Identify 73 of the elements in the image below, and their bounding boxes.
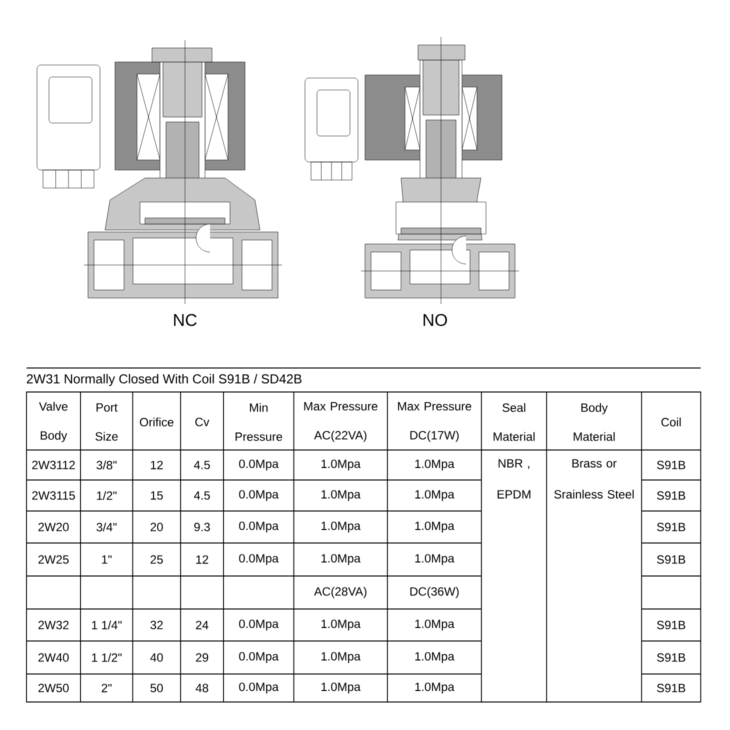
table-value: 0.0Mpa [239, 620, 279, 630]
table-value: S91B [657, 555, 686, 564]
table-value: 4.5 [194, 491, 210, 500]
table-value: S91B [657, 620, 686, 630]
table-header: Port Size [95, 403, 118, 441]
table-value: 0.0Mpa [239, 554, 279, 565]
table-value: 1.0Mpa [322, 522, 361, 532]
table-value: 1.0Mpa [322, 460, 361, 470]
table-value: 1.0Mpa [322, 554, 361, 565]
table-value: 12 [150, 460, 163, 470]
table-value: S91B [657, 653, 686, 662]
table-value: 2W25 [38, 555, 69, 564]
table-header: Max Pressure DC(17W) [398, 402, 472, 442]
table-value: 2" [102, 684, 112, 692]
table-value: S91B [657, 491, 686, 500]
table-value: NBR , EPDM [498, 459, 530, 498]
table-value: 1.0Mpa [322, 490, 361, 501]
table-value: 2W40 [38, 653, 69, 662]
table-value: 29 [196, 653, 208, 662]
table-value: 2W20 [38, 522, 69, 532]
table-value: DC(36W) [410, 586, 459, 598]
table-value: 1.0Mpa [322, 682, 361, 694]
table-value: 1.0Mpa [415, 554, 454, 565]
table-value: 2W50 [38, 684, 69, 692]
table-value: 1.0Mpa [415, 490, 454, 501]
table-value: Brass or Srainless Steel [554, 459, 634, 499]
table-value: S91B [657, 522, 686, 532]
table-value: 25 [150, 555, 163, 564]
table-value: 0.0Mpa [239, 460, 279, 470]
table-value: 15 [150, 491, 163, 500]
table-value: 2W3112 [32, 460, 75, 470]
table-value: 1.0Mpa [415, 522, 454, 532]
table-value: 1.0Mpa [415, 652, 454, 663]
table-value: 1.0Mpa [415, 620, 454, 630]
table-value: S91B [657, 684, 686, 692]
table-value: S91B [657, 460, 686, 470]
table-value: 4.5 [194, 460, 210, 470]
table-value: 1.0Mpa [415, 460, 454, 470]
table-value: 2W3115 [32, 491, 75, 500]
table-value: 24 [196, 620, 208, 630]
table-header: Max Pressure AC(22VA) [304, 402, 378, 442]
table-value: 9.3 [194, 522, 210, 532]
table-value: 12 [196, 555, 208, 564]
table-value: 32 [150, 620, 163, 630]
table-header: Seal Material [494, 403, 535, 441]
table-value: 1/2" [97, 491, 117, 500]
table-header: Cv [195, 418, 210, 426]
table-value: 0.0Mpa [239, 682, 279, 694]
table-value: 20 [150, 522, 163, 532]
table-header: Coil [661, 418, 681, 426]
table-value: 1" [102, 555, 112, 564]
table-value: 0.0Mpa [239, 490, 279, 501]
table-header: Orifice [140, 418, 174, 426]
table-value: 48 [196, 684, 208, 692]
table-caption: 2W31 Normally Closed With Coil S91B / SD42B [26, 374, 302, 386]
table-value: 0.0Mpa [239, 652, 279, 663]
table-value: 0.0Mpa [239, 522, 279, 532]
table-value: 1 1/2" [92, 653, 122, 662]
table-header: Body Material [574, 403, 615, 441]
table-value: 1.0Mpa [322, 620, 361, 630]
table-value: 1.0Mpa [415, 682, 454, 694]
table-header: Valve Body [38, 402, 68, 442]
table-value: 3/8" [96, 460, 117, 470]
valve-label: NO [424, 314, 447, 326]
table-value: 1 1/4" [92, 620, 122, 630]
table-value: 40 [150, 653, 163, 662]
table-value: AC(28VA) [314, 586, 366, 598]
table-value: 3/4" [96, 522, 117, 532]
valve-label: NC [174, 314, 197, 326]
table-header: Min Pressure [236, 403, 282, 441]
table-value: 2W32 [38, 620, 69, 630]
table-value: 50 [150, 684, 163, 692]
table-value: 1.0Mpa [322, 652, 361, 663]
